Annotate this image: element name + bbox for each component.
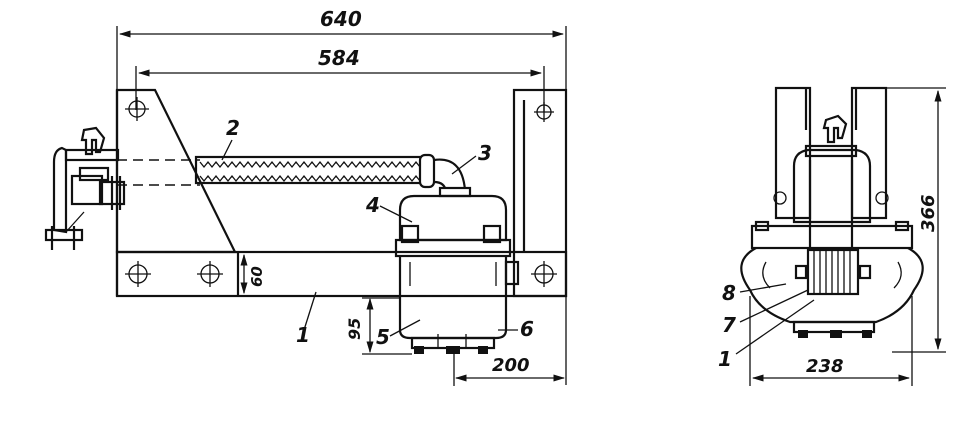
callout-8: 8 xyxy=(722,281,736,305)
dimension-584-label: 584 xyxy=(318,46,360,70)
callout-6: 6 xyxy=(520,317,534,341)
base-bar xyxy=(115,250,568,298)
dimension-200-label: 200 xyxy=(492,355,530,376)
front-view: 640 584 xyxy=(44,7,568,386)
housing xyxy=(394,194,520,354)
side-view: 366 238 8 7 1 xyxy=(718,86,946,386)
dimension-95: 95 xyxy=(345,297,412,355)
right-mounting-plate xyxy=(512,88,568,298)
dimension-60-label: 60 xyxy=(248,266,266,287)
callout-2: 2 xyxy=(226,116,240,140)
left-clamp xyxy=(44,126,126,250)
callout-1-front: 1 xyxy=(296,323,310,347)
dimension-584: 584 xyxy=(137,46,543,77)
callout-4: 4 xyxy=(365,193,380,217)
dimension-95-label: 95 xyxy=(345,318,364,340)
dimension-238: 238 xyxy=(749,296,913,386)
callout-5: 5 xyxy=(376,325,390,349)
dimension-366-label: 366 xyxy=(918,194,939,232)
dimension-60: 60 xyxy=(240,253,266,295)
callout-7: 7 xyxy=(722,313,736,337)
dimension-366: 366 xyxy=(886,87,946,353)
elbow-fitting xyxy=(418,153,472,198)
callout-1-side: 1 xyxy=(718,347,732,371)
insulator-rod xyxy=(194,155,433,185)
dimension-640: 640 xyxy=(118,7,565,38)
dimension-640-label: 640 xyxy=(320,7,362,31)
callout-3: 3 xyxy=(478,141,492,165)
dimension-238-label: 238 xyxy=(806,356,844,377)
dimension-200: 200 xyxy=(453,350,566,386)
